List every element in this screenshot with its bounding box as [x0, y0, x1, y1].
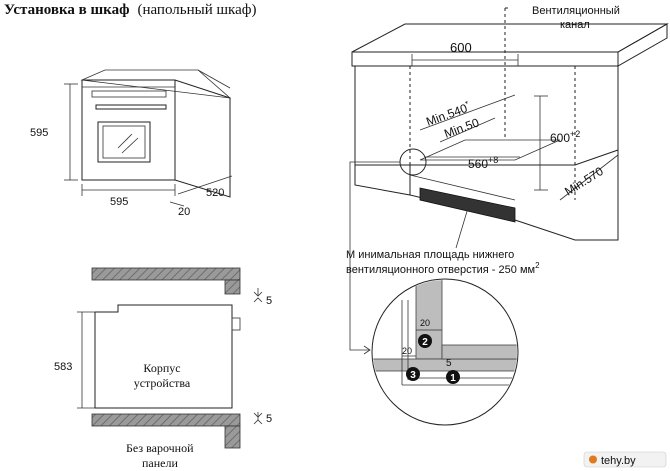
title-normal: (напольный шкаф): [137, 2, 256, 18]
cabinet-sketch: [349, 7, 669, 355]
marker-3: 3: [406, 367, 420, 381]
oven-height-label: 595: [30, 127, 48, 139]
watermark: tehy.by: [583, 451, 667, 468]
cabinet-width-label: 600: [450, 40, 472, 55]
page-title: Установка в шкаф (напольный шкаф): [4, 1, 256, 18]
top-shelf: [91, 267, 241, 281]
gap-bottom-label: 5: [266, 413, 272, 425]
detail-callout: [371, 278, 519, 426]
body-label-line1: Корпус: [143, 361, 180, 375]
caption-line2: панели: [142, 456, 178, 470]
inner-width-label: 560+8: [468, 155, 498, 171]
gap-top-label: 5: [266, 295, 272, 307]
watermark-text: tehy.by: [601, 455, 636, 467]
title-bold: Установка в шкаф: [4, 2, 129, 18]
bottom-shelf: [91, 413, 241, 427]
oven-sketch: [64, 69, 233, 207]
vent-note-line2: вентиляционного отверстия - 250 мм2: [346, 261, 540, 276]
body-label-line2: устройства: [134, 376, 191, 390]
vent-note-line1: М инимальная площадь нижнего: [346, 249, 514, 261]
oven-depth-label: 520: [206, 187, 224, 199]
cabinet-height-label: 600+2: [550, 129, 580, 145]
vent-label-line1: Вентиляционный: [532, 5, 620, 17]
oven-width-label: 595: [110, 196, 128, 208]
watermark-icon: [589, 455, 597, 464]
section-view: [77, 267, 263, 449]
svg-text:2: 2: [422, 337, 428, 348]
detail-dim-20-top: 20: [420, 318, 430, 328]
detail-dim-20-left: 20: [402, 346, 412, 356]
inner-height-label: 583: [54, 361, 72, 373]
detail-dim-5: 5: [446, 358, 452, 369]
oven-door-label: 20: [178, 206, 190, 218]
vent-opening: [419, 187, 516, 223]
min570-label: Min.570: [562, 164, 606, 199]
marker-2: 2: [418, 334, 432, 348]
svg-text:1: 1: [450, 373, 456, 384]
vent-label-line2: канал: [560, 19, 590, 31]
svg-text:3: 3: [410, 370, 416, 381]
caption-line1: Без варочной: [126, 441, 194, 455]
marker-1: 1: [446, 370, 460, 384]
